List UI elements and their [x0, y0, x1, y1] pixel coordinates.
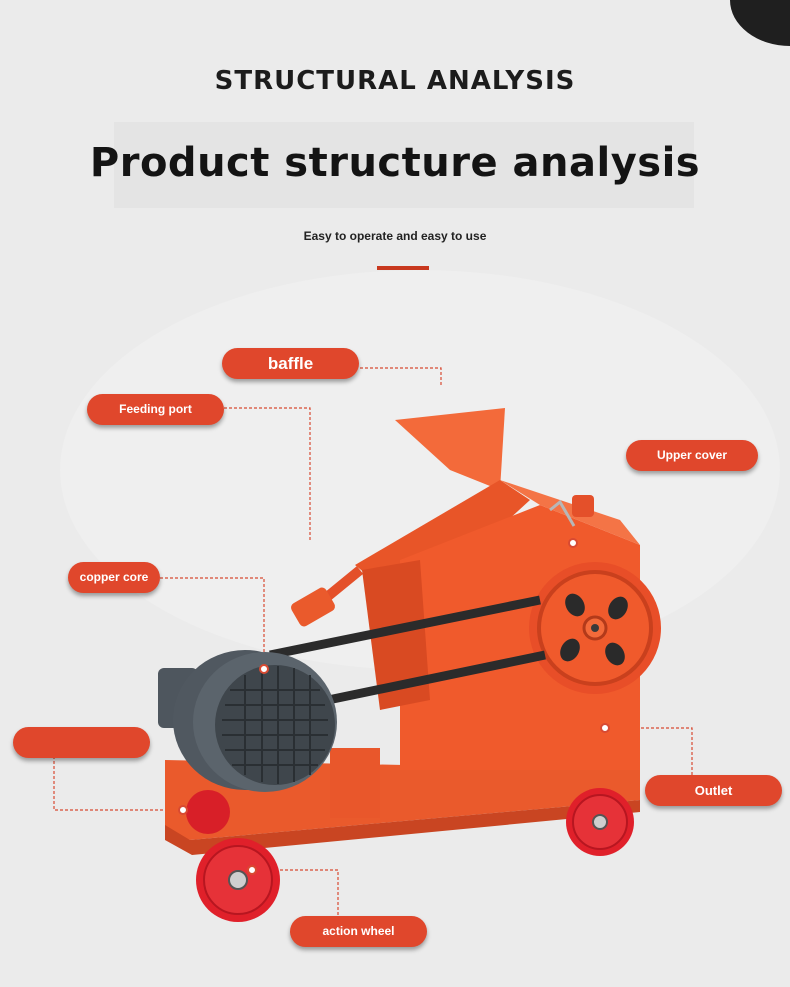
- tag-copper-core-label: copper core: [79, 570, 149, 585]
- title-backdrop: [114, 122, 694, 208]
- tag-action-wheel-label: action wheel: [322, 924, 395, 939]
- tag-baffle: baffle: [222, 348, 359, 379]
- tag-unlabeled: [13, 727, 150, 758]
- tag-feeding-port: Feeding port: [87, 394, 224, 425]
- tag-feeding-port-label: Feeding port: [119, 402, 192, 417]
- accent-divider: [377, 266, 429, 270]
- tag-outlet: Outlet: [645, 775, 782, 806]
- tag-upper-cover-label: Upper cover: [656, 448, 728, 463]
- tag-outlet-label: Outlet: [694, 782, 733, 798]
- tag-upper-cover: Upper cover: [626, 440, 758, 471]
- tag-copper-core: copper core: [68, 562, 160, 593]
- tag-baffle-label: baffle: [267, 353, 314, 373]
- tag-action-wheel: action wheel: [290, 916, 427, 947]
- section-kicker: STRUCTURAL ANALYSIS: [214, 66, 576, 96]
- page-title: Product structure analysis: [89, 140, 701, 186]
- page-subtitle: Easy to operate and easy to use: [303, 229, 487, 243]
